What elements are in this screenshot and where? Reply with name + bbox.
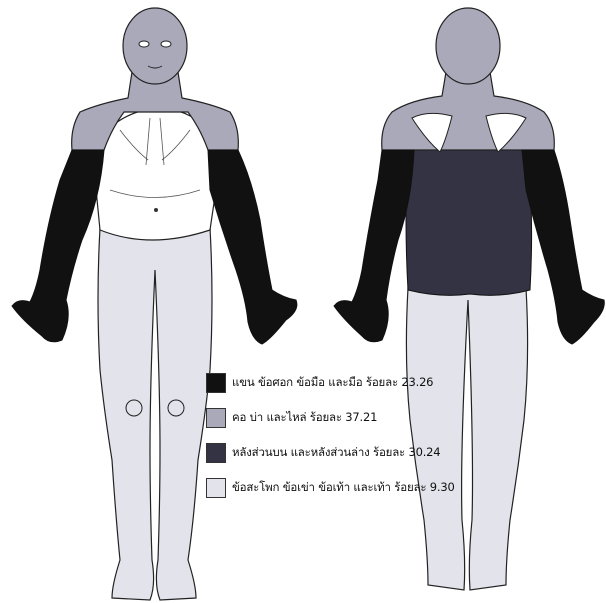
legend-label-arms: แขน ข้อศอก ข้อมือ และมือ ร้อยละ 23.26: [232, 374, 433, 392]
legend: แขน ข้อศอก ข้อมือ และมือ ร้อยละ 23.26 คอ…: [206, 372, 506, 512]
front-left-eye: [139, 41, 149, 47]
front-navel: [154, 208, 158, 212]
front-right-arm-region: [208, 150, 297, 344]
legend-swatch-neck-shoulders: [206, 408, 226, 428]
front-left-arm-region: [12, 150, 104, 342]
legend-swatch-back: [206, 443, 226, 463]
legend-label-legs: ข้อสะโพก ข้อเข่า ข้อเท้า และเท้า ร้อยละ …: [232, 479, 455, 497]
back-head-region: [436, 8, 500, 84]
back-right-arm-region: [522, 150, 604, 344]
legend-item-legs: ข้อสะโพก ข้อเข่า ข้อเท้า และเท้า ร้อยละ …: [206, 477, 506, 498]
front-legs-region: [98, 228, 212, 600]
front-right-eye: [161, 41, 171, 47]
legend-item-back: หลังส่วนบน และหลังส่วนล่าง ร้อยละ 30.24: [206, 442, 506, 463]
legend-item-neck-shoulders: คอ บ่า และไหล่ ร้อยละ 37.21: [206, 407, 506, 428]
legend-label-neck-shoulders: คอ บ่า และไหล่ ร้อยละ 37.21: [232, 409, 377, 427]
legend-item-arms: แขน ข้อศอก ข้อมือ และมือ ร้อยละ 23.26: [206, 372, 506, 393]
legend-swatch-arms: [206, 373, 226, 393]
legend-swatch-legs: [206, 478, 226, 498]
legend-label-back: หลังส่วนบน และหลังส่วนล่าง ร้อยละ 30.24: [232, 444, 440, 462]
back-left-arm-region: [334, 150, 414, 342]
back-torso-region: [406, 150, 532, 295]
front-head-region: [123, 8, 187, 84]
